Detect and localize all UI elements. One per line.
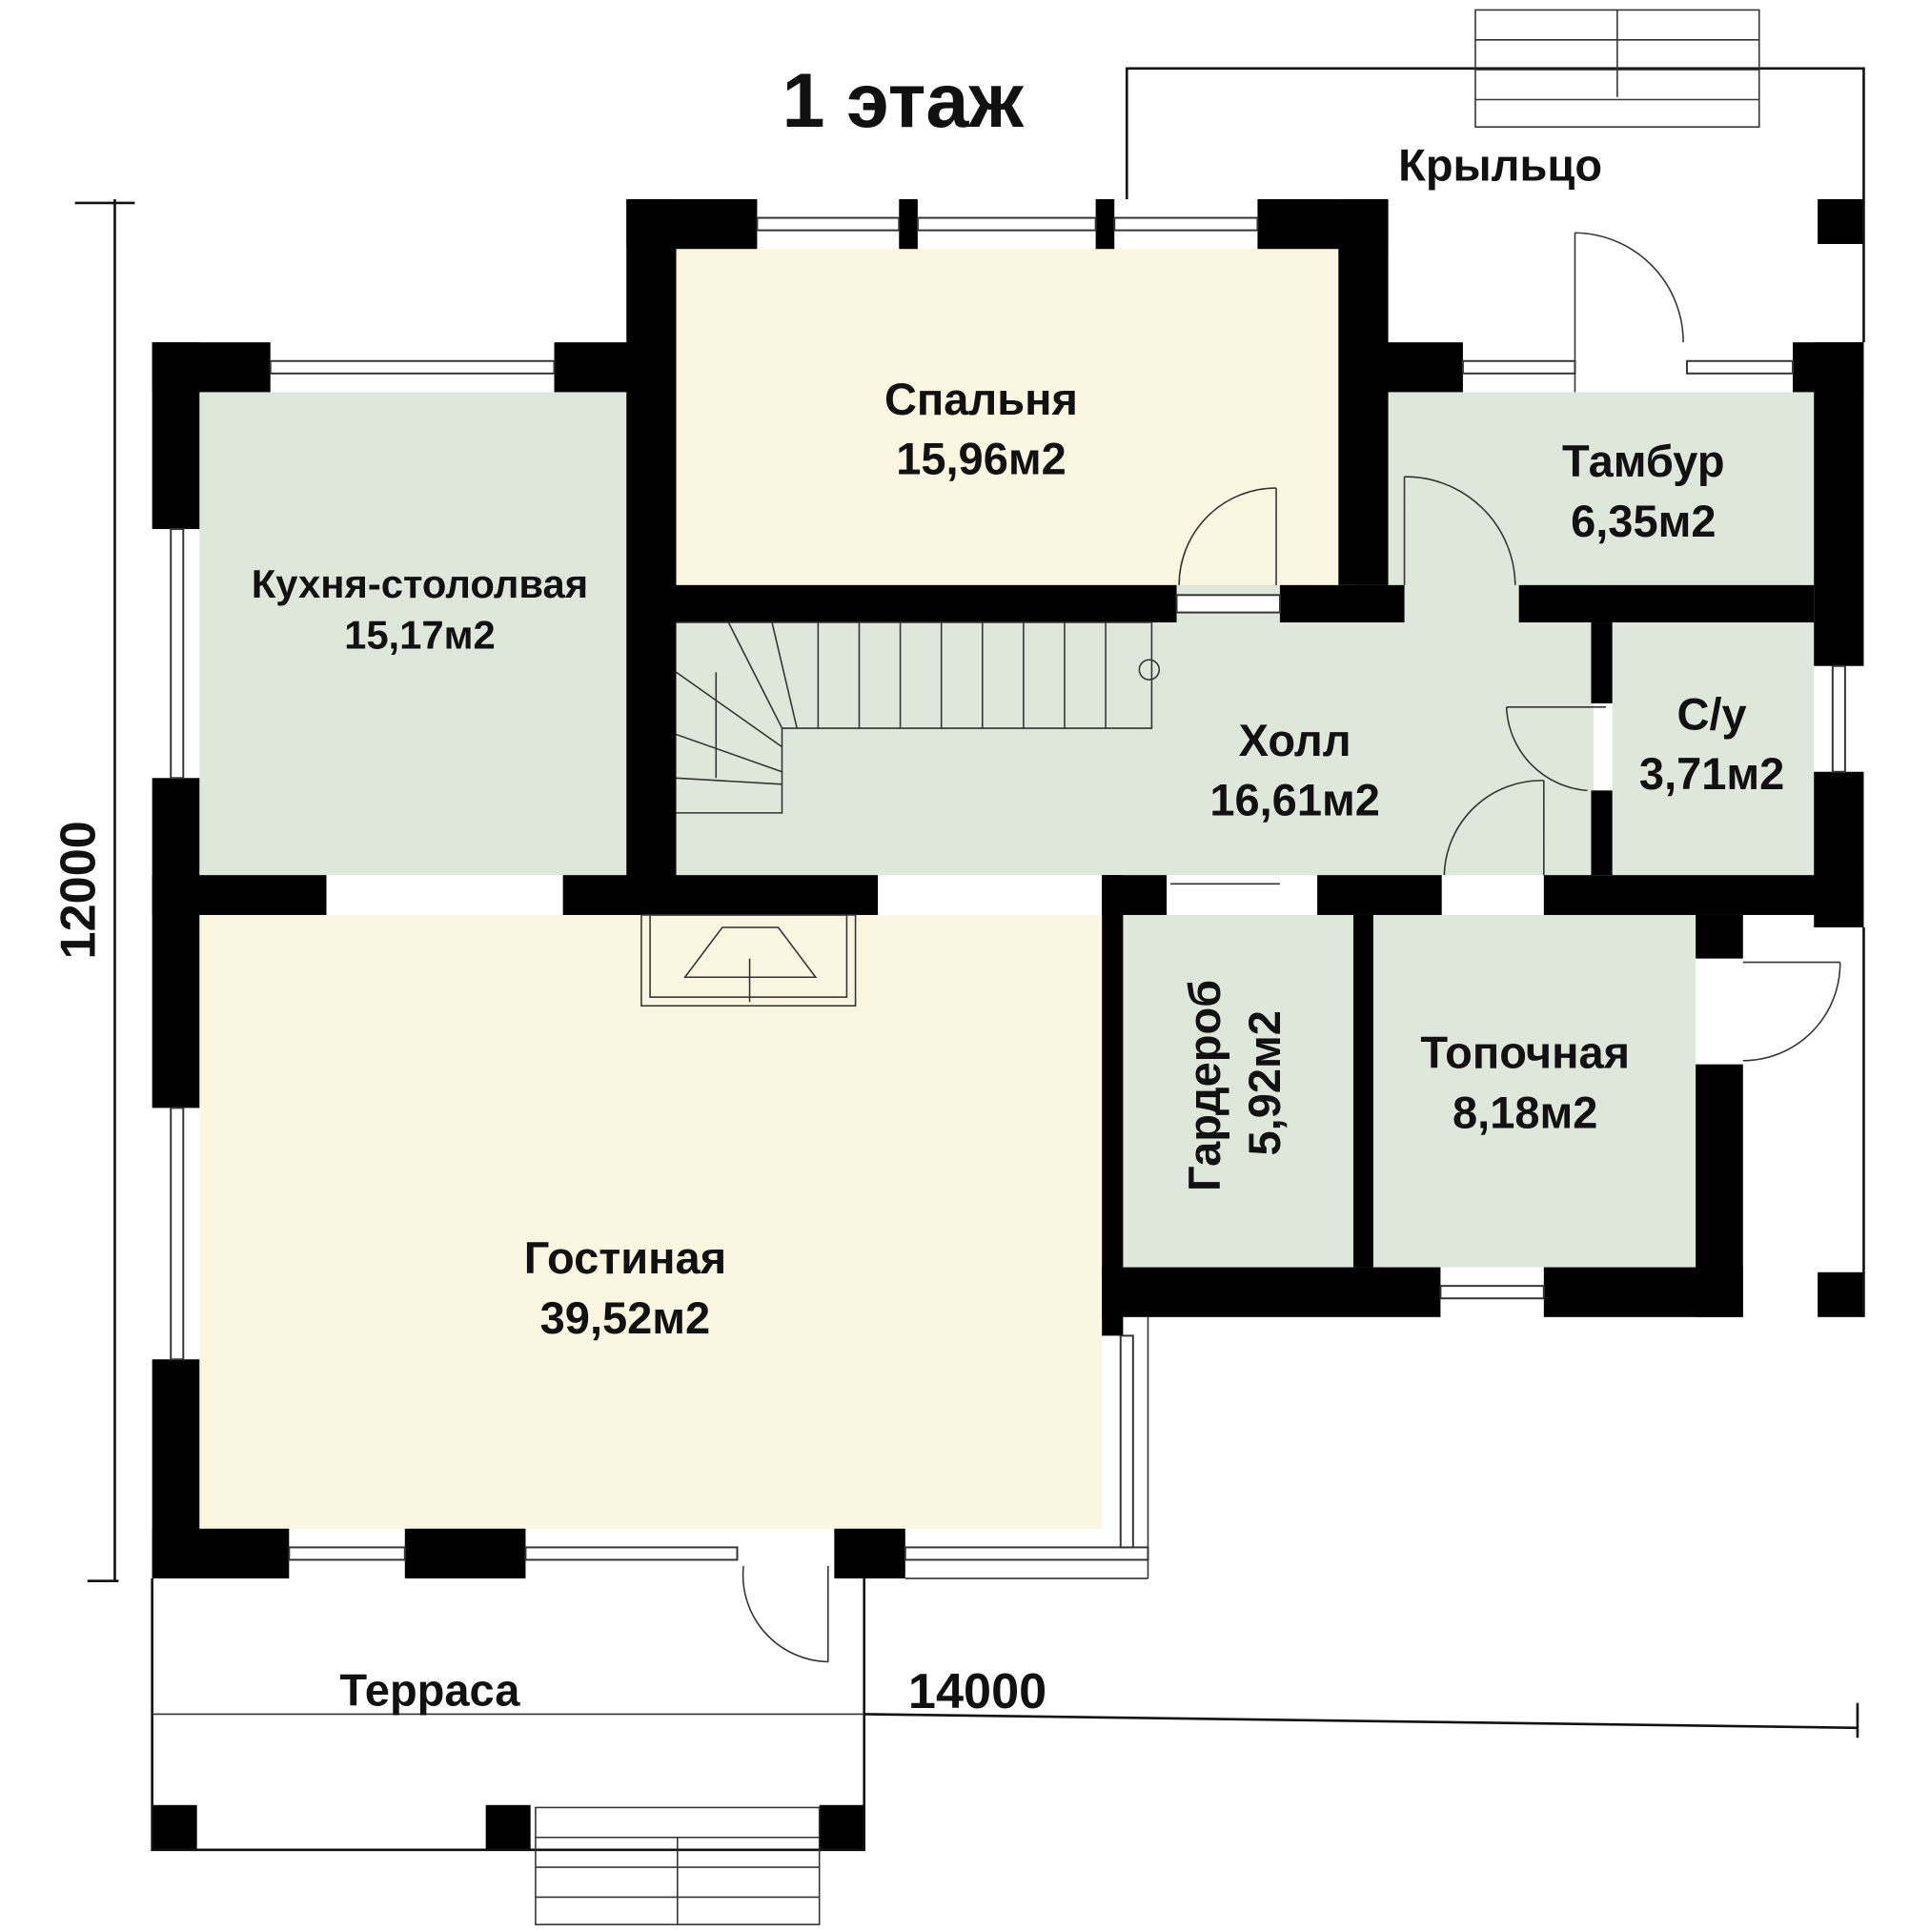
room-name-wc: С/у	[1677, 688, 1747, 739]
room-area-tambur: 6,35м2	[1571, 496, 1716, 546]
room-area-boiler: 8,18м2	[1453, 1087, 1597, 1137]
fireplace	[640, 914, 857, 1007]
room-area-kitchen: 15,17м2	[344, 612, 496, 657]
room-name-wardrobe: Гардероб	[1179, 980, 1229, 1191]
staircase	[676, 621, 1153, 814]
room-name-living: Гостиная	[524, 1232, 726, 1283]
doors	[742, 232, 1841, 1663]
room-name-kitchen: Кухня-стололвая	[252, 561, 588, 606]
dimension-lines	[74, 198, 1859, 1739]
room-area-wardrobe: 5,92м2	[1239, 1010, 1290, 1155]
terrace-label: Терраса	[339, 1664, 520, 1715]
room-area-hall: 16,61м2	[1209, 774, 1380, 824]
room-living-fill	[199, 914, 1103, 1529]
room-name-hall: Холл	[1239, 715, 1351, 765]
height-dimension: 12000	[51, 821, 107, 959]
room-area-bedroom: 15,96м2	[896, 434, 1067, 484]
stair-treads	[676, 621, 1107, 785]
room-kitchen-fill	[199, 392, 639, 876]
room-tambur-fill	[1356, 392, 1815, 585]
floor-title: 1 этаж	[782, 58, 1026, 144]
room-area-wc: 3,71м2	[1639, 748, 1784, 799]
room-wc-fill	[1612, 622, 1815, 876]
porch-label: Крыльцо	[1398, 139, 1602, 190]
room-bedroom-fill	[676, 249, 1339, 585]
room-boiler-fill	[1372, 914, 1696, 1268]
windows	[170, 216, 1846, 1561]
room-name-bedroom: Спальня	[884, 374, 1078, 424]
room-area-living: 39,52м2	[540, 1292, 711, 1343]
width-dimension: 14000	[908, 1664, 1046, 1719]
room-name-boiler: Топочная	[1420, 1027, 1630, 1078]
walls	[152, 198, 1864, 1850]
room-hall-fill	[676, 584, 1595, 876]
room-wardrobe-fill	[1123, 914, 1353, 1268]
room-name-tambur: Тамбур	[1562, 436, 1724, 486]
